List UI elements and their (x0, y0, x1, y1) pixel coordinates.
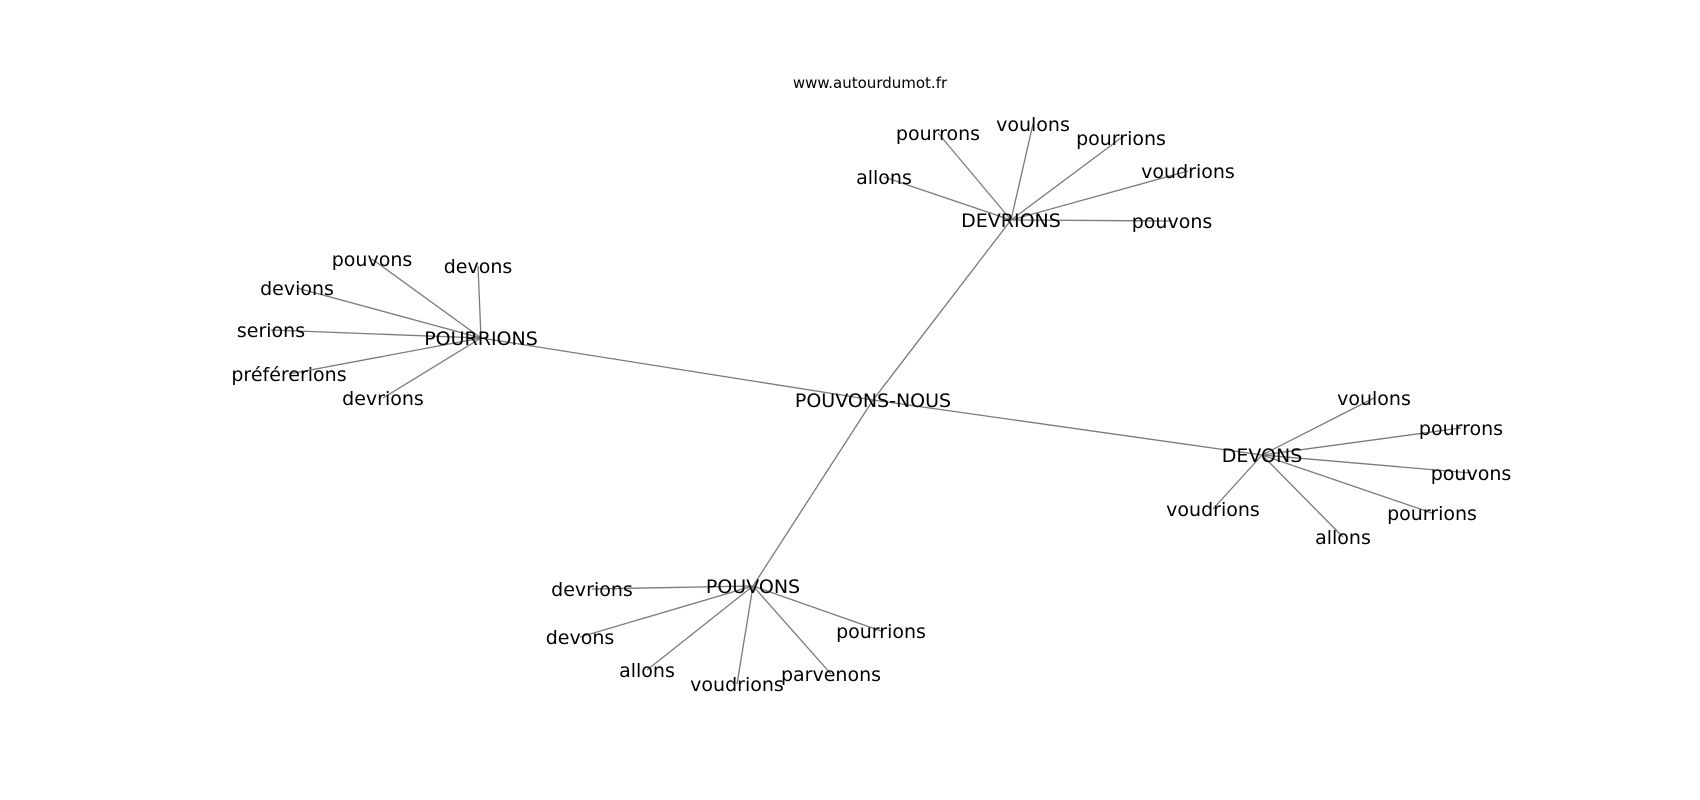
leaf-node-label: devions (260, 278, 334, 300)
edge-devons-leaf (1212, 454, 1263, 510)
center-node-label: POUVONS-NOUS (795, 390, 951, 412)
edge-pourrions-leaf (371, 258, 482, 339)
hub-node-label: POUVONS (706, 576, 800, 598)
leaf-node-label: devons (444, 256, 513, 278)
leaf-node-label: allons (856, 167, 912, 189)
labels: www.autourdumot.fr allons pourrons voulons… (231, 74, 1511, 696)
edge-pouvons-leaf (646, 585, 754, 671)
edge-devons-leaf (1261, 454, 1472, 474)
edge-pouvons-leaf (736, 585, 754, 685)
edge-pouvons-leaf (752, 585, 832, 675)
leaf-node-label: voudrions (1166, 499, 1260, 521)
edge-devrions-leaf (1010, 123, 1034, 221)
leaf-node-label: serions (237, 320, 305, 342)
leaf-node-label: devrions (342, 388, 424, 410)
leaf-node-label: devrions (551, 579, 633, 601)
edge-pourrions-leaf (477, 265, 482, 339)
edge-devrions-leaf (883, 176, 1012, 221)
edge-pourrions-leaf (382, 337, 482, 399)
edge-pourrions-leaf (288, 337, 482, 375)
edge-devrions-leaf (937, 132, 1012, 221)
leaf-node-label: voulons (996, 114, 1070, 136)
edge-center-pouvons (752, 399, 874, 587)
leaf-node-label: pouvons (332, 249, 413, 271)
edge-devrions-leaf (1010, 137, 1122, 221)
edge-devons-leaf (1261, 427, 1462, 456)
leaf-node-label: pouvons (1132, 211, 1213, 233)
leaf-node-label: allons (1315, 527, 1371, 549)
edge-devrions-leaf (1010, 219, 1173, 222)
leaf-node-label: allons (619, 660, 675, 682)
leaf-node-label: pourrions (1076, 128, 1166, 150)
leaf-node-label: devons (546, 627, 615, 649)
leaf-node-label: pourrons (896, 123, 980, 145)
leaf-node-label: pourrions (1387, 503, 1477, 525)
leaf-node-label: voudrions (690, 674, 784, 696)
edge-pouvons-leaf (752, 585, 882, 632)
edge-pourrions-leaf (296, 287, 482, 339)
edge-pouvons-leaf (591, 585, 754, 590)
hub-node-label: DEVRIONS (961, 210, 1061, 232)
hub-node-label: POURRIONS (424, 328, 538, 350)
edge-devrions-leaf (1010, 170, 1189, 221)
leaf-node-label: préférerions (231, 364, 346, 386)
edge-center-devons (872, 399, 1263, 456)
edge-pouvons-leaf (579, 585, 754, 638)
edge-devons-leaf (1261, 454, 1433, 514)
leaf-node-label: pourrons (1419, 418, 1503, 440)
hub-node-label: DEVONS (1222, 445, 1303, 467)
leaf-node-label: pouvons (1431, 463, 1512, 485)
edges (270, 123, 1472, 685)
edge-devons-leaf (1261, 454, 1344, 538)
leaf-node-label: parvenons (781, 664, 881, 686)
edge-devons-leaf (1261, 397, 1375, 456)
leaf-node-label: voudrions (1141, 161, 1235, 183)
source-label: www.autourdumot.fr (793, 74, 948, 92)
leaf-node-label: pourrions (836, 621, 926, 643)
edge-pourrions-leaf (270, 329, 482, 339)
edge-center-devrions (872, 219, 1012, 401)
leaf-node-label: voulons (1337, 388, 1411, 410)
edge-center-pourrions (480, 337, 874, 401)
